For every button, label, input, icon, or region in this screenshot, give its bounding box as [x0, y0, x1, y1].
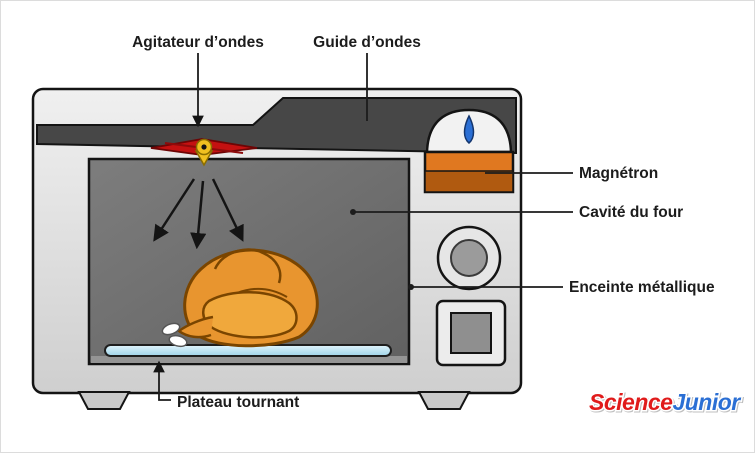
- cavite-dot: [350, 209, 356, 215]
- label-cavite: Cavité du four: [579, 204, 683, 221]
- top-panel-waveguide-zone: [36, 97, 517, 155]
- leader-lines: [153, 53, 573, 401]
- wave-stirrer: [150, 138, 258, 167]
- cavity-floor: [91, 356, 407, 363]
- label-agitateur: Agitateur d’ondes: [132, 34, 264, 51]
- enceinte-dot: [408, 284, 414, 290]
- label-magnetron: Magnétron: [579, 165, 658, 182]
- foot-right: [417, 391, 471, 410]
- science-junior-logo: ScienceJunior: [589, 389, 741, 415]
- label-guide: Guide d’ondes: [313, 34, 421, 51]
- magnetron: [423, 108, 515, 194]
- roast-chicken: [161, 248, 319, 348]
- control-dial: [436, 225, 502, 291]
- label-line-plateau: [153, 360, 171, 401]
- logo-science: Science: [589, 389, 673, 415]
- control-button-panel: [435, 299, 507, 367]
- label-enceinte: Enceinte métallique: [569, 279, 715, 296]
- foot-left: [77, 391, 131, 410]
- wave-arrows: [153, 178, 244, 250]
- magnetron-antenna: [463, 114, 475, 144]
- label-plateau: Plateau tournant: [177, 394, 299, 411]
- logo-junior: Junior: [672, 389, 741, 415]
